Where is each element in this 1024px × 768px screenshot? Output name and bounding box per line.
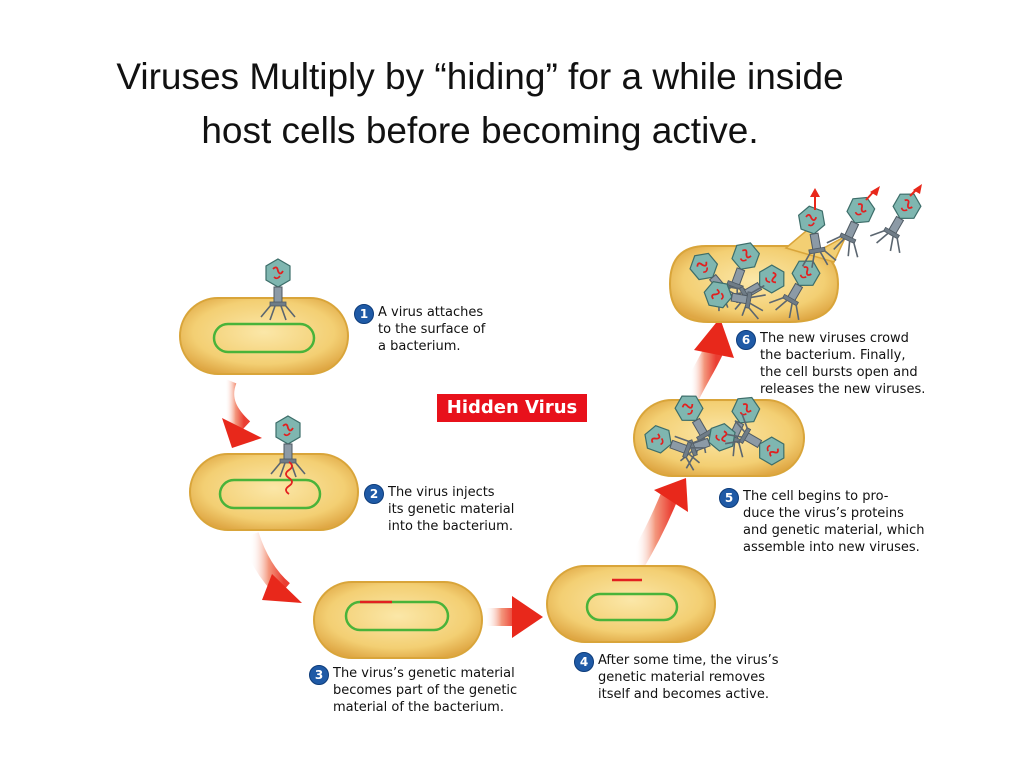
bacterium-step-5 (633, 386, 805, 477)
step-2-number: 2 (364, 484, 384, 504)
step-5-caption: 5 The cell begins to pro- duce the virus… (719, 488, 924, 556)
step-1-number: 1 (354, 304, 374, 324)
step-1-caption: 1 A virus attaches to the surface of a b… (354, 304, 485, 355)
released-virus-3-icon (867, 184, 930, 257)
slide-title: Viruses Multiply by “hiding” for a while… (0, 50, 960, 158)
hidden-virus-badge: Hidden Virus (437, 394, 587, 422)
released-viruses (791, 184, 930, 271)
released-virus-2-icon (824, 189, 884, 261)
bacterium-step-4 (546, 565, 716, 643)
title-line-2: host cells before becoming active. (201, 110, 759, 151)
step-6-number: 6 (736, 330, 756, 350)
arrow-5-to-6 (681, 318, 734, 400)
arrow-1-to-2 (216, 376, 262, 448)
step-3-caption: 3 The virus’s genetic material becomes p… (309, 665, 517, 716)
step-4-number: 4 (574, 652, 594, 672)
arrow-2-to-3 (241, 532, 302, 603)
bacterium-step-1 (179, 258, 349, 375)
step-3-number: 3 (309, 665, 329, 685)
arrow-3-to-4 (485, 596, 543, 638)
bacterium-step-3 (313, 581, 483, 659)
arrow-4-to-5 (627, 478, 688, 570)
step-4-caption: 4 After some time, the virus’s genetic m… (574, 652, 779, 703)
step-5-number: 5 (719, 488, 739, 508)
step-2-caption: 2 The virus injects its genetic material… (364, 484, 514, 535)
title-line-1: Viruses Multiply by “hiding” for a while… (116, 56, 844, 97)
bacterium-step-2 (189, 415, 359, 531)
step-6-caption: 6 The new viruses crowd the bacterium. F… (736, 330, 925, 398)
